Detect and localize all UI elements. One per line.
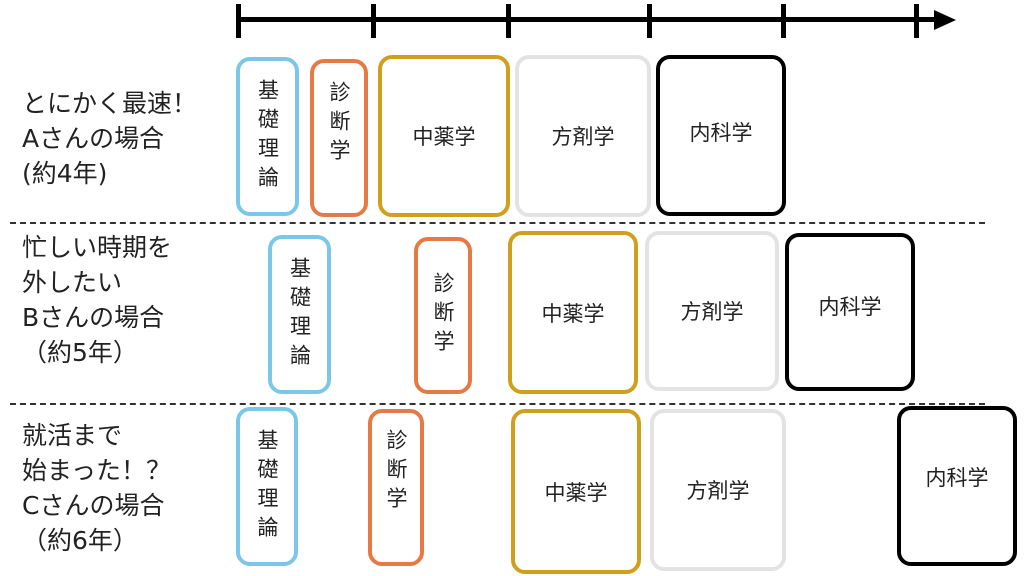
timeline-tick [236,4,241,38]
row-b-shindan-box: 診断学 [414,237,472,394]
timeline-tick [914,4,919,38]
row-c-label: 就活まで 始まった！？ Cさんの場合 （約6年） [22,421,172,555]
row-c-kiso-box: 基礎理論 [236,407,298,566]
box-label: 中薬学 [412,125,476,149]
row-divider [10,403,985,405]
row-a-kiso-box: 基礎理論 [236,57,299,216]
box-label: 基礎理論 [255,78,280,195]
row-c-shindan-box: 診断学 [368,409,424,566]
box-label: 内科学 [689,121,753,145]
box-label: 診断学 [327,81,351,168]
box-label: 内科学 [818,295,882,319]
timeline-tick [506,4,511,38]
row-a-chuyaku-box: 中薬学 [378,55,510,217]
box-label: 中薬学 [544,480,608,505]
box-label: 基礎理論 [255,428,279,545]
box-label: 診断学 [431,272,455,359]
timeline-tick [647,4,652,38]
box-label: 基礎理論 [287,256,312,373]
box-label: 方剤学 [680,300,744,324]
box-label: 方剤学 [551,125,615,149]
box-label: 診断学 [384,429,408,516]
timeline-arrow-icon [934,10,956,30]
row-c-chuyaku-box: 中薬学 [511,409,641,574]
box-label: 方剤学 [686,479,750,503]
row-b-kiso-box: 基礎理論 [268,235,331,394]
row-b-hozai-box: 方剤学 [645,231,779,391]
row-a-label: とにかく最速！ Aさんの場合 (約4年) [22,89,198,188]
box-label: 中薬学 [541,301,605,326]
row-divider [10,222,985,224]
timeline-tick [781,4,786,38]
row-b-naika-box: 内科学 [785,233,915,391]
timeline-axis [238,17,938,22]
row-a-hozai-box: 方剤学 [515,55,651,217]
box-label: 内科学 [925,466,989,490]
row-c-naika-box: 内科学 [897,406,1017,566]
timeline-tick [371,4,376,38]
row-a-shindan-box: 診断学 [310,59,368,217]
row-b-label: 忙しい時期を 外したい Bさんの場合 （約5年） [22,233,173,367]
row-b-chuyaku-box: 中薬学 [508,231,638,394]
row-c-hozai-box: 方剤学 [650,409,786,571]
row-a-naika-box: 内科学 [656,55,786,216]
